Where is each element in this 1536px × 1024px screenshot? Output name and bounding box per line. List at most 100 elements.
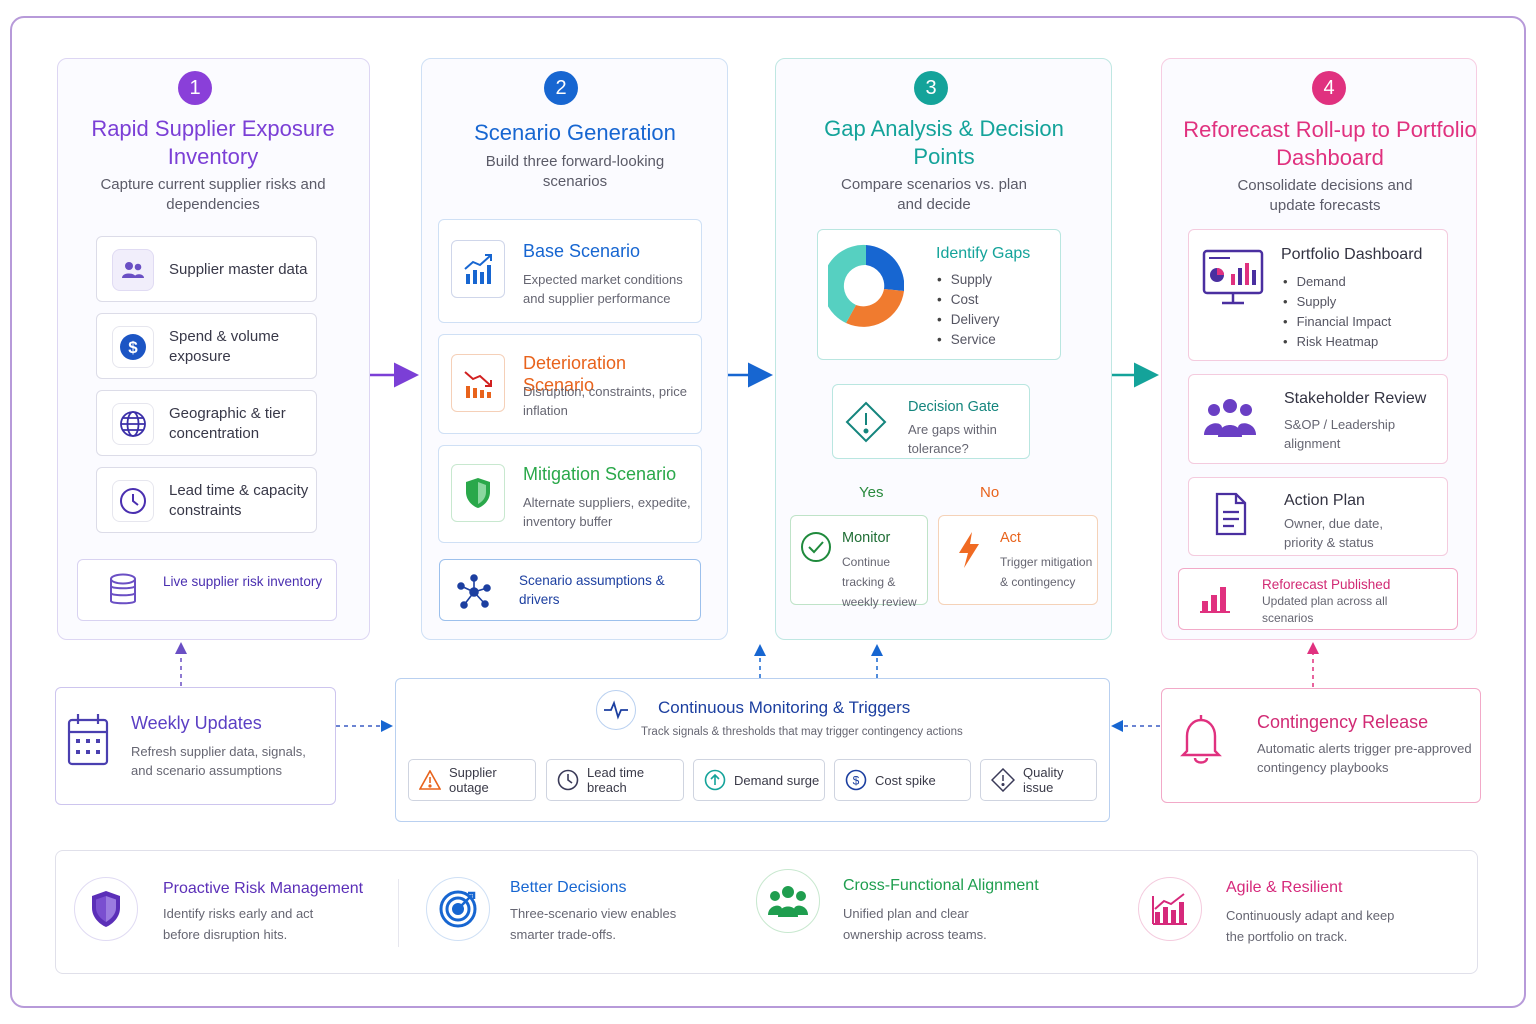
donut-chart-icon xyxy=(828,244,904,327)
trigger-quality-issue[interactable]: Quality issue xyxy=(980,759,1097,801)
scenario-deterioration[interactable]: Deterioration Scenario Disruption, const… xyxy=(438,334,702,434)
no-label: No xyxy=(980,484,1000,501)
column-subtitle: Consolidate decisions and update forecas… xyxy=(1237,177,1413,214)
benefit-title: Cross-Functional Alignment xyxy=(843,877,1039,894)
dollar-icon: $ xyxy=(112,326,154,368)
decision-gate-title: Decision Gate xyxy=(908,399,1000,415)
monitoring-desc: Track signals & thresholds that may trig… xyxy=(641,726,963,738)
monitor-title: Monitor xyxy=(842,530,891,546)
gap-item: Cost xyxy=(937,290,1000,310)
published-desc: Updated plan across all scenarios xyxy=(1262,594,1388,625)
inventory-item-lead-time[interactable]: Lead time & capacity constraints xyxy=(96,467,317,533)
step-number-1: 1 xyxy=(178,71,212,105)
monitor-desc: Continue tracking & weekly review xyxy=(842,555,917,609)
act-desc: Trigger mitigation & contingency xyxy=(1000,555,1093,589)
stakeholder-title: Stakeholder Review xyxy=(1284,390,1427,407)
gap-item: Service xyxy=(937,330,1000,350)
check-circle-icon xyxy=(799,530,833,564)
column-subtitle: Capture current supplier risks and depen… xyxy=(100,176,326,213)
growth-chart-icon xyxy=(451,240,505,298)
svg-text:$: $ xyxy=(853,774,860,788)
trigger-lead-time-breach[interactable]: Lead time breach xyxy=(546,759,684,801)
published-title: Reforecast Published xyxy=(1262,577,1391,592)
contingency-release-card[interactable]: Contingency Release Automatic alerts tri… xyxy=(1161,688,1481,803)
weekly-title: Weekly Updates xyxy=(131,713,262,733)
lightning-icon xyxy=(955,530,983,570)
clock-icon xyxy=(557,769,579,791)
team-icon xyxy=(756,869,820,933)
trigger-label: Lead time breach xyxy=(587,765,645,795)
benefit-desc: Identify risks early and act before disr… xyxy=(163,906,314,942)
monitor-card[interactable]: Monitor Continue tracking & weekly revie… xyxy=(790,515,928,609)
monitoring-title: Continuous Monitoring & Triggers xyxy=(658,698,911,717)
stakeholder-review-card[interactable]: Stakeholder Review S&OP / Leadership ali… xyxy=(1188,374,1448,464)
gap-item: Delivery xyxy=(937,310,1000,330)
contingency-title: Contingency Release xyxy=(1257,712,1429,732)
monitor-chart-icon xyxy=(1202,247,1264,309)
alert-diamond-icon xyxy=(844,395,888,449)
trigger-demand-surge[interactable]: Demand surge xyxy=(693,759,825,801)
action-plan-card[interactable]: Action Plan Owner, due date, priority & … xyxy=(1188,477,1448,556)
action-plan-desc: Owner, due date, priority & status xyxy=(1284,516,1384,550)
scenario-desc: Expected market conditions and supplier … xyxy=(523,272,683,306)
document-icon xyxy=(1211,490,1251,538)
step-number-3: 3 xyxy=(914,71,948,105)
trigger-label: Demand surge xyxy=(734,772,820,788)
action-plan-title: Action Plan xyxy=(1284,492,1365,509)
inventory-item-spend[interactable]: $ Spend & volume exposure xyxy=(96,313,317,379)
globe-icon xyxy=(112,403,154,445)
bell-icon xyxy=(1178,709,1224,767)
column-title: Gap Analysis & Decision Points xyxy=(824,116,1064,169)
portfolio-dashboard-card[interactable]: Portfolio Dashboard Demand Supply Financ… xyxy=(1188,229,1448,361)
warning-icon xyxy=(419,770,441,790)
column-subtitle: Build three forward-looking scenarios xyxy=(485,153,665,190)
stakeholder-desc: S&OP / Leadership alignment xyxy=(1284,417,1396,451)
trigger-cost-spike[interactable]: $ Cost spike xyxy=(834,759,971,801)
svg-text:$: $ xyxy=(128,338,138,357)
scenario-assumptions[interactable]: Scenario assumptions & drivers xyxy=(439,559,701,621)
act-card[interactable]: Act Trigger mitigation & contingency xyxy=(938,515,1098,605)
alert-diamond-icon xyxy=(991,768,1015,792)
identify-gaps-card[interactable]: Identify Gaps Supply Cost Delivery Servi… xyxy=(817,229,1061,360)
dashboard-item: Demand xyxy=(1283,272,1391,292)
inventory-item-supplier-master[interactable]: Supplier master data xyxy=(96,236,317,302)
gap-list: Supply Cost Delivery Service xyxy=(937,270,1000,350)
act-title: Act xyxy=(1000,530,1021,546)
trigger-supplier-outage[interactable]: Supplier outage xyxy=(408,759,536,801)
inventory-item-label: Supplier master data xyxy=(169,261,308,278)
inventory-item-label: Spend & volume exposure xyxy=(169,328,280,365)
growth-chart-icon xyxy=(1138,877,1202,941)
shield-icon xyxy=(74,877,138,941)
dashboard-title: Portfolio Dashboard xyxy=(1281,246,1423,263)
trigger-label: Quality issue xyxy=(1023,765,1064,795)
step-number-4: 4 xyxy=(1312,71,1346,105)
decision-gate-card[interactable]: Decision Gate Are gaps within tolerance? xyxy=(832,384,1030,459)
column-subtitle: Compare scenarios vs. plan and decide xyxy=(841,176,1027,213)
inventory-item-geographic[interactable]: Geographic & tier concentration xyxy=(96,390,317,456)
weekly-desc: Refresh supplier data, signals, and scen… xyxy=(131,744,306,778)
trigger-label: Cost spike xyxy=(875,772,936,788)
column-title: Scenario Generation xyxy=(474,120,676,145)
scenario-mitigation[interactable]: Mitigation Scenario Alternate suppliers,… xyxy=(438,445,702,543)
output-label: Live supplier risk inventory xyxy=(163,574,323,589)
reforecast-published-card[interactable]: Reforecast Published Updated plan across… xyxy=(1178,568,1458,630)
inventory-item-label: Lead time & capacity constraints xyxy=(169,482,309,519)
identify-gaps-title: Identify Gaps xyxy=(936,245,1031,262)
inventory-item-label: Geographic & tier concentration xyxy=(169,405,286,442)
scenario-desc: Alternate suppliers, expedite, inventory… xyxy=(523,495,691,529)
decline-chart-icon xyxy=(451,354,505,412)
dashboard-list: Demand Supply Financial Impact Risk Heat… xyxy=(1283,272,1392,352)
contingency-desc: Automatic alerts trigger pre-approved co… xyxy=(1257,741,1472,775)
column-supplier-inventory: 1 Rapid Supplier Exposure Inventory Capt… xyxy=(57,58,370,640)
scenario-base[interactable]: Base Scenario Expected market conditions… xyxy=(438,219,702,323)
network-icon xyxy=(454,572,494,612)
yes-label: Yes xyxy=(859,484,884,501)
benefit-title: Better Decisions xyxy=(510,879,627,896)
dashboard-item: Supply xyxy=(1283,292,1391,312)
weekly-updates-card[interactable]: Weekly Updates Refresh supplier data, si… xyxy=(55,687,336,805)
dollar-icon: $ xyxy=(845,769,867,791)
divider xyxy=(398,879,399,947)
target-icon xyxy=(426,877,490,941)
live-risk-inventory-output[interactable]: Live supplier risk inventory xyxy=(77,559,337,621)
benefit-desc: Unified plan and clear ownership across … xyxy=(843,906,987,942)
